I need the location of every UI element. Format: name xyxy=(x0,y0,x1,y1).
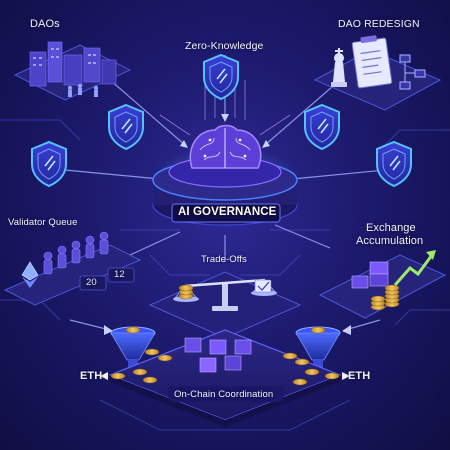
shield-icon-upper-right xyxy=(304,104,340,150)
shield-icon-upper-left xyxy=(108,104,144,150)
coin-stack-icon xyxy=(384,284,400,308)
validator-queue xyxy=(3,231,142,306)
shield-icon-left xyxy=(31,141,67,187)
dao-redesign-label: DAO REDESIGN xyxy=(338,18,420,30)
eth-right-label: ETH xyxy=(348,370,371,382)
coin-stack-icon-2 xyxy=(370,295,386,311)
exchange-accumulation xyxy=(318,250,447,319)
ai-governance-title: AI GOVERNANCE xyxy=(178,206,277,218)
trade-offs-label: Trade-Offs xyxy=(201,254,247,265)
zero-knowledge-label: Zero-Knowledge xyxy=(185,40,264,52)
eth-arrows xyxy=(100,372,350,380)
on-chain-coordination-label: On-Chain Coordination xyxy=(174,389,274,400)
shield-icon-right xyxy=(376,141,412,187)
circuit-traces xyxy=(0,119,450,431)
chess-king-icon xyxy=(331,48,347,87)
validator-queue-number-20: 20 xyxy=(86,277,97,288)
validator-queue-number-12: 12 xyxy=(114,269,125,280)
funnel-icon-left xyxy=(110,326,156,370)
dao-redesign-board xyxy=(313,35,442,111)
daos-label: DAOs xyxy=(30,18,60,30)
accumulation-label: Accumulation xyxy=(356,235,424,247)
ethereum-icon xyxy=(21,261,39,288)
eth-left-label: ETH xyxy=(80,370,103,382)
shield-icon-top xyxy=(203,54,239,100)
funnel-icon-right xyxy=(295,326,341,370)
on-chain-label-pill xyxy=(168,386,284,402)
brain-chip-icon xyxy=(189,124,262,169)
ai-governance-banner xyxy=(171,203,281,223)
flowchart-icon xyxy=(399,54,426,90)
cube-icons xyxy=(184,337,252,373)
exchange-label: Exchange xyxy=(366,222,416,234)
daos-buildings-icon xyxy=(13,41,132,101)
clipboard-icon xyxy=(351,35,393,89)
cube-stack-icon xyxy=(351,261,389,289)
validator-queue-label: Validator Queue xyxy=(8,217,78,228)
growth-arrow-icon xyxy=(393,250,436,286)
scale-icon xyxy=(148,271,302,339)
